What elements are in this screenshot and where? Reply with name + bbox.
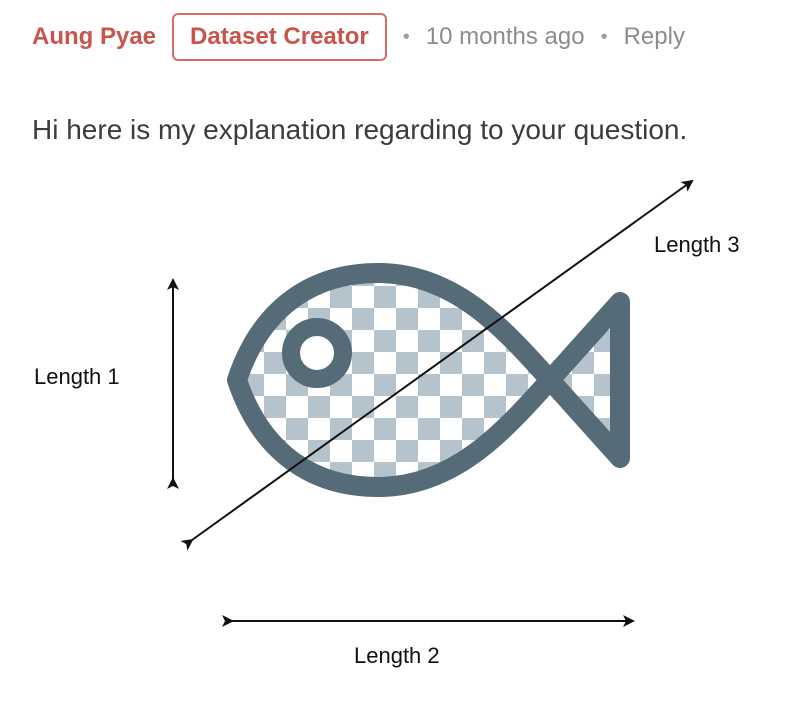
reply-link[interactable]: Reply (623, 23, 685, 50)
length-3-label: Length 3 (654, 232, 740, 257)
fish-body-outline (227, 263, 560, 497)
comment-timestamp: 10 months ago (425, 23, 585, 50)
fish-eye (282, 318, 352, 388)
comment-header: Aung Pyae Dataset Creator • 10 months ag… (32, 12, 685, 62)
comment-body: Hi here is my explanation regarding to y… (32, 114, 688, 145)
fish-icon (227, 263, 630, 497)
meta-separator: • (600, 26, 608, 48)
diagram-svg: Length 1 Length 2 Length 3 (34, 179, 740, 668)
comment-author[interactable]: Aung Pyae (32, 23, 157, 50)
length-3-arrow (180, 179, 694, 551)
meta-separator: • (402, 26, 410, 48)
length-2-label: Length 2 (354, 643, 440, 668)
fish-tail-outline (540, 292, 630, 468)
length-1-label: Length 1 (34, 364, 120, 389)
author-role-badge: Dataset Creator (172, 13, 387, 61)
explanation-diagram: Length 1 Length 2 Length 3 (0, 160, 810, 704)
